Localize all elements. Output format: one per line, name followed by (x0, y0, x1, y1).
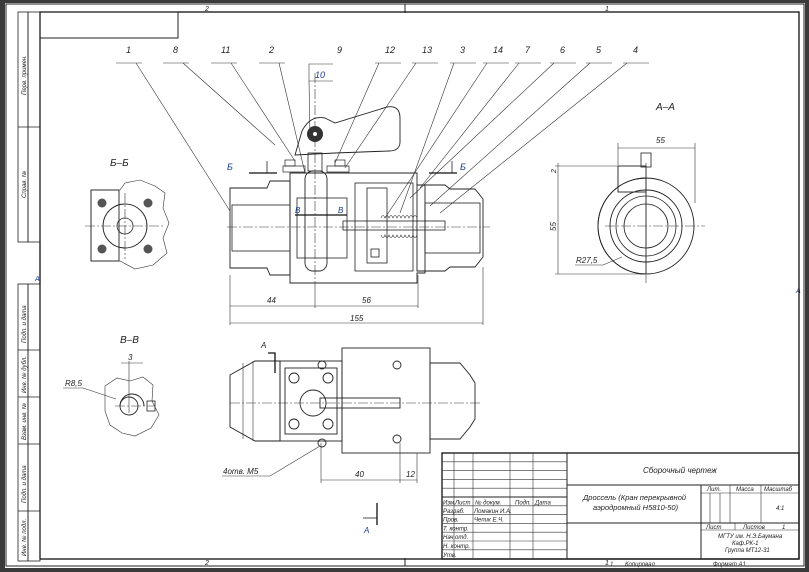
callout-11: 11 (221, 45, 230, 55)
tb-scale-label: Масштаб (764, 487, 793, 493)
tb-name-line2: аэродромный Н5810-50) (593, 503, 679, 512)
dim-56: 56 (362, 296, 371, 305)
main-section-view: Б Б В В 44 56 155 (227, 73, 490, 325)
tb-col-header: Изм. (443, 500, 456, 506)
tb-role: Разраб. (443, 509, 465, 515)
zone-label-top-1: 1 (605, 6, 609, 13)
zone-label-bottom-1: 1 (605, 560, 609, 567)
zone-label-top-2: 2 (204, 6, 209, 13)
section-v-v: В–В 3 R8,5 (63, 335, 160, 437)
callout-4: 4 (633, 45, 638, 55)
tb-org-1: МГТУ им. Н.Э.Баумана (718, 534, 783, 540)
cut-mark-b-right: Б (460, 162, 466, 172)
section-aa-title: А–А (655, 102, 675, 113)
tb-signer: Ломакин И.А. (473, 509, 512, 515)
callout-7: 7 (525, 45, 531, 55)
callout-8: 8 (173, 45, 178, 55)
section-bb-title: Б–Б (110, 158, 129, 169)
sidebar-vzam-inv: Взам. инв. № (21, 402, 28, 440)
cut-mark-b-left: Б (227, 162, 233, 172)
cut-mark-v-right: В (338, 206, 344, 215)
callout-12: 12 (385, 45, 395, 55)
cut-mark-a-bottom: А (363, 526, 369, 535)
cut-mark-a-top: А (260, 341, 266, 350)
section-a-a: А–А 55 55 2 R27,5 (549, 102, 705, 283)
callout-13: 13 (422, 45, 432, 55)
zone-label-right-a: A (795, 288, 801, 295)
valve-handle (294, 106, 401, 156)
dim-155: 155 (350, 314, 364, 323)
zone-label-left-a: A (34, 276, 40, 283)
tb-role: Утв. (442, 553, 457, 559)
spring (380, 215, 418, 238)
drawing-sheet: 2 1 2 1 A A Перв. примен. Справ. № Подп.… (5, 3, 805, 568)
callout-1: 1 (126, 45, 131, 55)
dim-44: 44 (267, 296, 276, 305)
sidebar-podp-data-2: Подп. и дата (22, 465, 28, 503)
callout-5: 5 (596, 45, 602, 55)
tb-role: Н. контр. (443, 544, 470, 550)
tb-sheets-label: Листов (742, 525, 765, 531)
callout-9: 9 (337, 45, 342, 55)
section-b-b: Б–Б (85, 158, 170, 270)
tb-sheet-label: Лист (705, 525, 721, 531)
zone-label-bottom-2: 2 (204, 560, 209, 567)
drawing-canvas: 2 1 2 1 A A Перв. примен. Справ. № Подп.… (5, 3, 805, 568)
sidebar-inv-podl: Инв. № подл. (21, 519, 28, 556)
sidebar-podp-data-1: Подп. и дата (22, 305, 28, 343)
left-sidebar: Перв. примен. Справ. № Подп. и дата Инв.… (17, 11, 41, 562)
tb-signer: Чепик Е.Ч. (474, 518, 504, 524)
aa-dim-height: 55 (549, 222, 558, 231)
plan-view: 40 12 4отв. M5 А А (222, 341, 480, 535)
aa-dim-small: 2 (551, 169, 558, 174)
tb-org-3: Группа МТ12-31 (725, 548, 770, 554)
section-vv-title: В–В (120, 335, 139, 346)
tb-copied-label: Копировал (625, 562, 655, 568)
sidebar-sprav-no: Справ. № (21, 170, 28, 198)
tb-col-header: Лист (454, 500, 470, 506)
tb-format: Формат А1 (713, 562, 746, 568)
outer-border (5, 3, 805, 567)
vv-radius: R8,5 (65, 379, 82, 388)
callout-14: 14 (493, 45, 503, 55)
tb-mass-label: Масса (736, 487, 754, 493)
aa-dim-width: 55 (656, 136, 665, 145)
tb-copied-num: 1 (610, 562, 613, 568)
tb-col-header: № докум. (475, 499, 501, 506)
sidebar-perv-primen: Перв. примен. (22, 55, 28, 95)
tb-col-header: Подп. (515, 500, 531, 506)
tb-doc-type: Сборочный чертеж (643, 466, 717, 475)
plan-note-holes: 4отв. M5 (223, 467, 259, 476)
top-left-stamp (39, 11, 179, 39)
callout-2: 2 (268, 45, 274, 55)
tb-name-line1: Дроссель (Кран перекрывной (582, 493, 687, 502)
aa-radius: R27,5 (576, 256, 598, 265)
tb-role: Т. контр. (443, 526, 469, 532)
callouts: 1 8 11 2 9 12 13 3 14 7 6 5 4 10 (116, 45, 649, 219)
tb-sheets-count: 1 (782, 525, 785, 531)
callout-10: 10 (315, 70, 325, 80)
plan-dim-40: 40 (355, 470, 364, 479)
tb-org-2: Каф.РК-1 (732, 541, 758, 547)
tb-role: Пров. (443, 518, 459, 524)
tb-role: Нач.отд. (443, 535, 468, 541)
callout-6: 6 (560, 45, 565, 55)
tb-col-header: Дата (534, 500, 551, 506)
cut-mark-v-left: В (295, 206, 301, 215)
plan-dim-12: 12 (406, 470, 415, 479)
tb-scale: 4:1 (776, 506, 784, 512)
sidebar-inv-dubl: Инв. № дубл. (21, 356, 28, 393)
inner-frame (39, 11, 800, 560)
callout-3: 3 (460, 45, 465, 55)
vv-dim-3: 3 (128, 353, 133, 362)
tb-lit-label: Лит. (706, 487, 721, 493)
